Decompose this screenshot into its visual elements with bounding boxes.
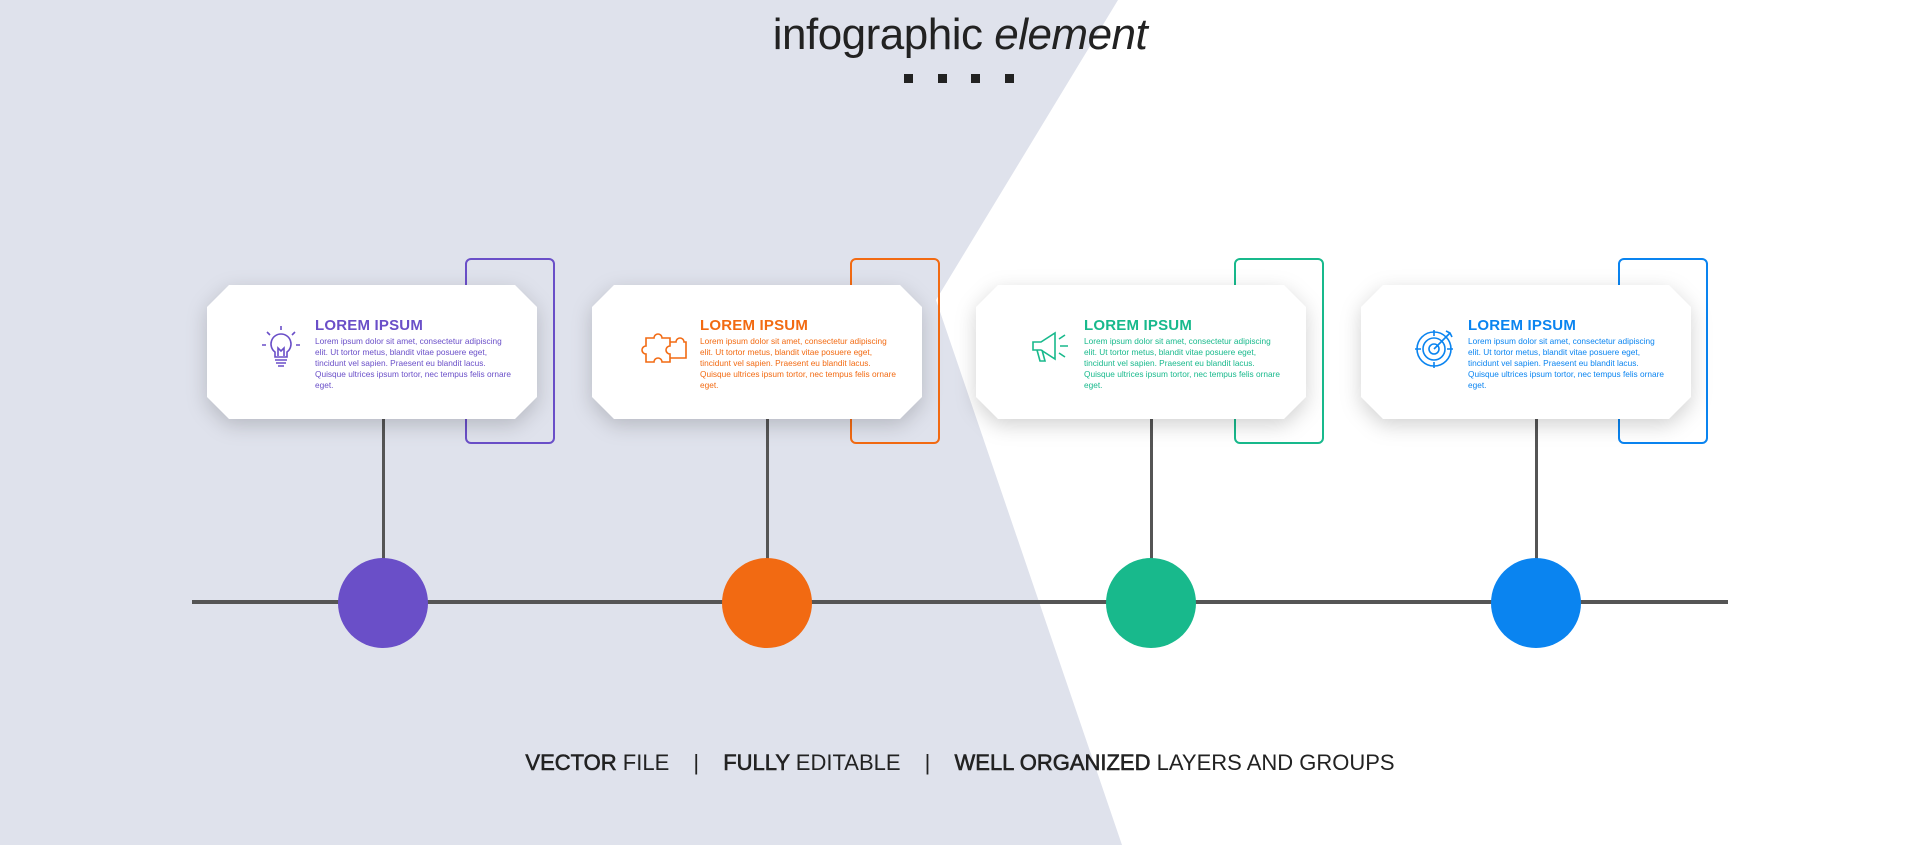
step-4-body: Lorem ipsum dolor sit amet, consectetur … bbox=[1468, 336, 1664, 390]
step-3-heading: LOREM IPSUM bbox=[1084, 317, 1193, 334]
puzzle-icon bbox=[641, 333, 687, 363]
title-dots bbox=[904, 74, 1014, 83]
title-dot bbox=[937, 74, 947, 83]
footer-part3-rest: LAYERS AND GROUPS bbox=[1150, 750, 1395, 775]
step-4-heading: LOREM IPSUM bbox=[1468, 317, 1577, 334]
title-dot bbox=[904, 74, 913, 83]
step-1-stem bbox=[382, 415, 385, 565]
step-2-stem bbox=[766, 415, 769, 565]
footer-part3-bold: WELL ORGANIZED bbox=[954, 750, 1151, 776]
target-icon bbox=[1415, 330, 1453, 368]
step-2-body: Lorem ipsum dolor sit amet, consectetur … bbox=[700, 336, 896, 390]
timeline-line bbox=[192, 600, 1728, 604]
step-2-node bbox=[722, 558, 812, 648]
step-4-card bbox=[1361, 285, 1691, 419]
step-3-node bbox=[1106, 558, 1196, 648]
footer-part1-bold: VECTOR bbox=[525, 750, 617, 776]
step-4-stem bbox=[1535, 415, 1538, 565]
title-dot bbox=[971, 74, 981, 83]
step-1-body: Lorem ipsum dolor sit amet, consectetur … bbox=[315, 336, 511, 390]
lightbulb-icon bbox=[262, 326, 300, 367]
step-3-card bbox=[976, 285, 1306, 419]
footer-part2-bold: FULLY bbox=[723, 750, 790, 776]
page-title: infographic element bbox=[0, 10, 1920, 60]
title-italic: element bbox=[994, 10, 1148, 59]
step-3-stem bbox=[1150, 415, 1153, 565]
step-4-node bbox=[1491, 558, 1581, 648]
step-1-heading: LOREM IPSUM bbox=[315, 317, 424, 334]
footer-part2-rest: EDITABLE bbox=[789, 750, 901, 775]
step-2-card bbox=[592, 285, 922, 419]
title-dot bbox=[1004, 74, 1014, 83]
footer-separator: | bbox=[693, 750, 700, 775]
footer-caption: VECTOR FILE | FULLY EDITABLE | WELL ORGA… bbox=[0, 750, 1920, 776]
step-3-body: Lorem ipsum dolor sit amet, consectetur … bbox=[1084, 336, 1280, 390]
footer-separator: | bbox=[924, 750, 931, 775]
step-2-heading: LOREM IPSUM bbox=[700, 317, 809, 334]
megaphone-icon bbox=[1032, 331, 1068, 362]
step-1-node bbox=[338, 558, 428, 648]
footer-part1-rest: FILE bbox=[616, 750, 670, 775]
title-bold: infographic bbox=[772, 10, 983, 59]
step-1-card bbox=[207, 285, 537, 419]
